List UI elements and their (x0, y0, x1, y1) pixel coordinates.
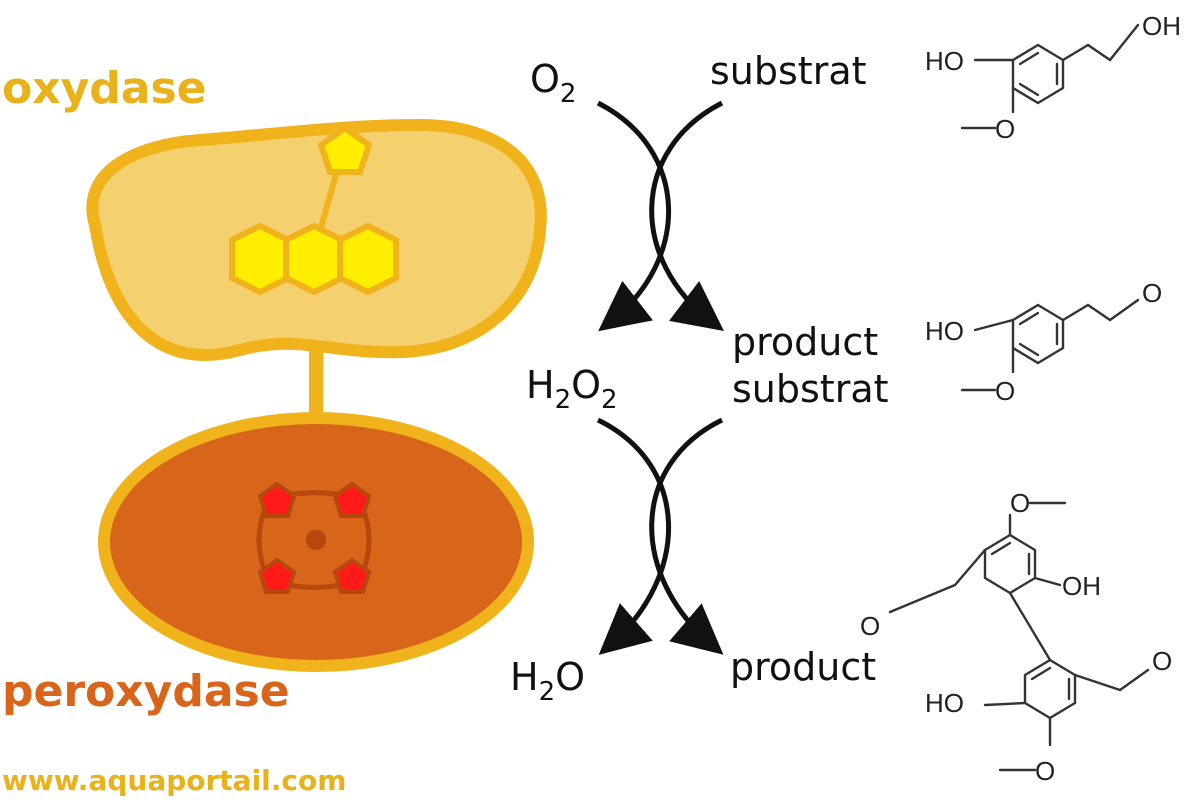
enzyme-illustration (86, 118, 547, 672)
atom-oh-3: OH (1062, 571, 1101, 601)
molecule-vanillin: HO O O (925, 278, 1162, 406)
atom-o-3a: O (1010, 488, 1030, 518)
atom-ho-1: HO (925, 46, 964, 76)
peroxidase-label: peroxydase (2, 666, 290, 717)
molecule-vanillyl-alcohol: HO OH O (925, 11, 1181, 144)
atom-o-3c: O (1152, 646, 1172, 676)
atom-o-3b: O (860, 611, 880, 641)
atom-o-2b: O (995, 376, 1015, 406)
substrat-top: substrat (710, 49, 867, 93)
atom-oh-1: OH (1142, 11, 1181, 41)
arrow-o2-to-h2o2 (596, 100, 671, 332)
o2-reactant: O2 (530, 57, 576, 109)
h2o2-product: H2O2 (526, 363, 618, 415)
atom-o-2a: O (1142, 278, 1162, 308)
heme-porphyrin-icon (256, 481, 372, 594)
arrow-h2o2-to-h2o (596, 417, 671, 655)
reaction-peroxidase: substrat H2O product (510, 367, 889, 707)
flavin-ring-icon (229, 124, 399, 296)
substrat-bottom: substrat (732, 367, 889, 411)
website-watermark: www.aquaportail.com (2, 764, 346, 797)
oxidase-label: oxydase (2, 63, 207, 114)
atom-ho-2: HO (925, 316, 964, 346)
product-top: product (732, 320, 878, 364)
molecule-divanillin: O OH O O HO O (860, 488, 1172, 786)
arrow-substrat-to-product-2 (649, 417, 724, 655)
atom-o-1: O (995, 114, 1015, 144)
arrow-substrat-to-product (649, 100, 724, 332)
atom-o-3d: O (1035, 756, 1055, 786)
h2o-product: H2O (510, 655, 585, 707)
reaction-oxidase: O2 substrat H2O2 product (526, 49, 878, 415)
domain-linker (309, 330, 323, 430)
product-bottom: product (730, 645, 876, 689)
atom-ho-3: HO (925, 688, 964, 718)
